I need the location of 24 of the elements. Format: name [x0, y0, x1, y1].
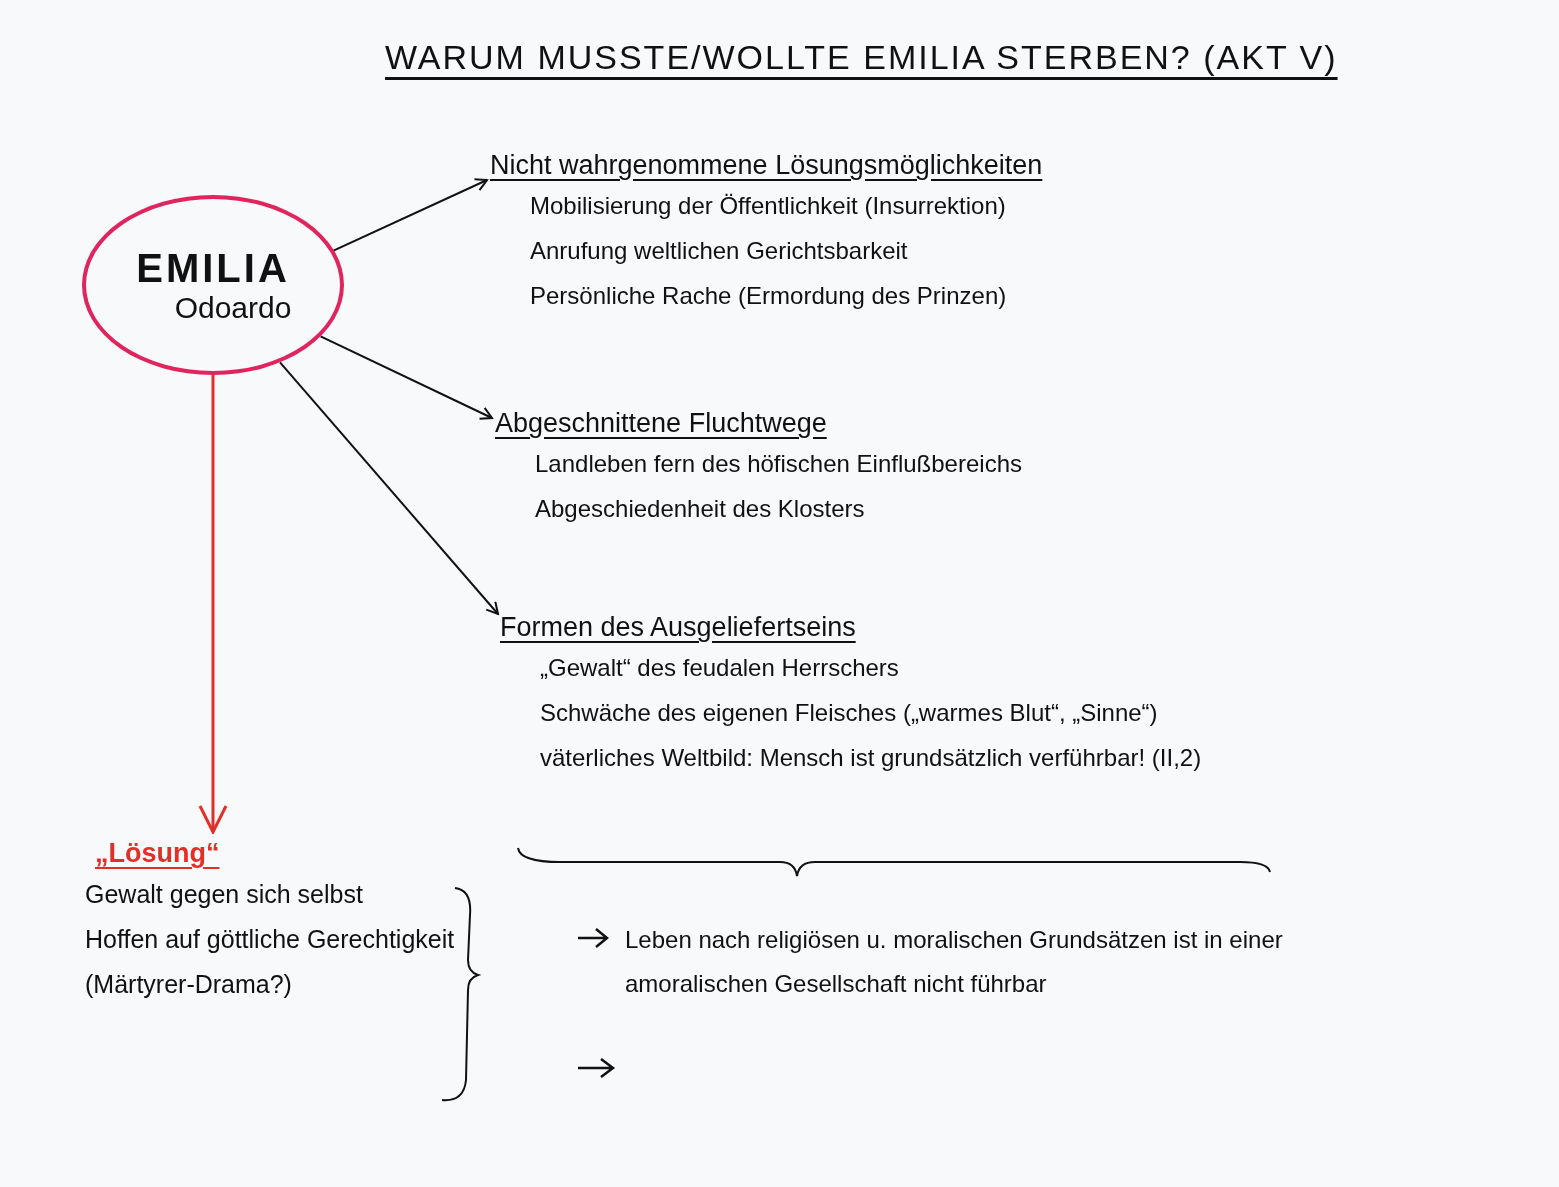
- character-name: EMILIA: [136, 245, 290, 291]
- note-text: „Gewalt“ des feudalen Herrschers: [540, 653, 900, 683]
- arrow: [198, 375, 228, 834]
- title: WARUM MUSSTE/WOLLTE EMILIA STERBEN? (AKT V): [385, 38, 1338, 77]
- note-text: (Märtyrer-Drama?): [85, 969, 293, 999]
- note-text: Landleben fern des höfischen Einflußbereichs: [535, 449, 1023, 479]
- character-circle: [82, 195, 344, 375]
- character-subname: Odoardo: [174, 290, 292, 325]
- note-text: Schwäche des eigenen Fleisches („warmes Blut“, „Sinne“): [540, 698, 1159, 728]
- arrow: [319, 335, 493, 420]
- conclusion-text: Leben nach religiösen u. moralischen Grundsätzen ist in einer amoralischen Gesellschaft nicht führbar: [625, 925, 1284, 999]
- heading: Nicht wahrgenommene Lösungsmöglichkeiten: [490, 150, 1043, 181]
- note-text: Anrufung weltlichen Gerichtsbarkeit: [530, 236, 909, 266]
- note-text: väterliches Weltbild: Mensch ist grundsätzlich verführbar! (II,2): [540, 743, 1203, 773]
- heading: Formen des Ausgeliefertseins: [500, 612, 856, 643]
- arrow: [331, 178, 488, 253]
- note-text: Mobilisierung der Öffentlichkeit (Insurrektion): [530, 191, 1007, 221]
- note-text: Gewalt gegen sich selbst: [85, 879, 364, 909]
- heading: Abgeschnittene Fluchtwege: [495, 408, 827, 439]
- note-text: Persönliche Rache (Ermordung des Prinzen): [530, 281, 1008, 311]
- heading: „Lösung“: [95, 838, 220, 869]
- note-text: Abgeschiedenheit des Klosters: [535, 494, 866, 524]
- arrow: [279, 361, 499, 615]
- note-text: Hoffen auf göttliche Gerechtigkeit: [85, 924, 456, 954]
